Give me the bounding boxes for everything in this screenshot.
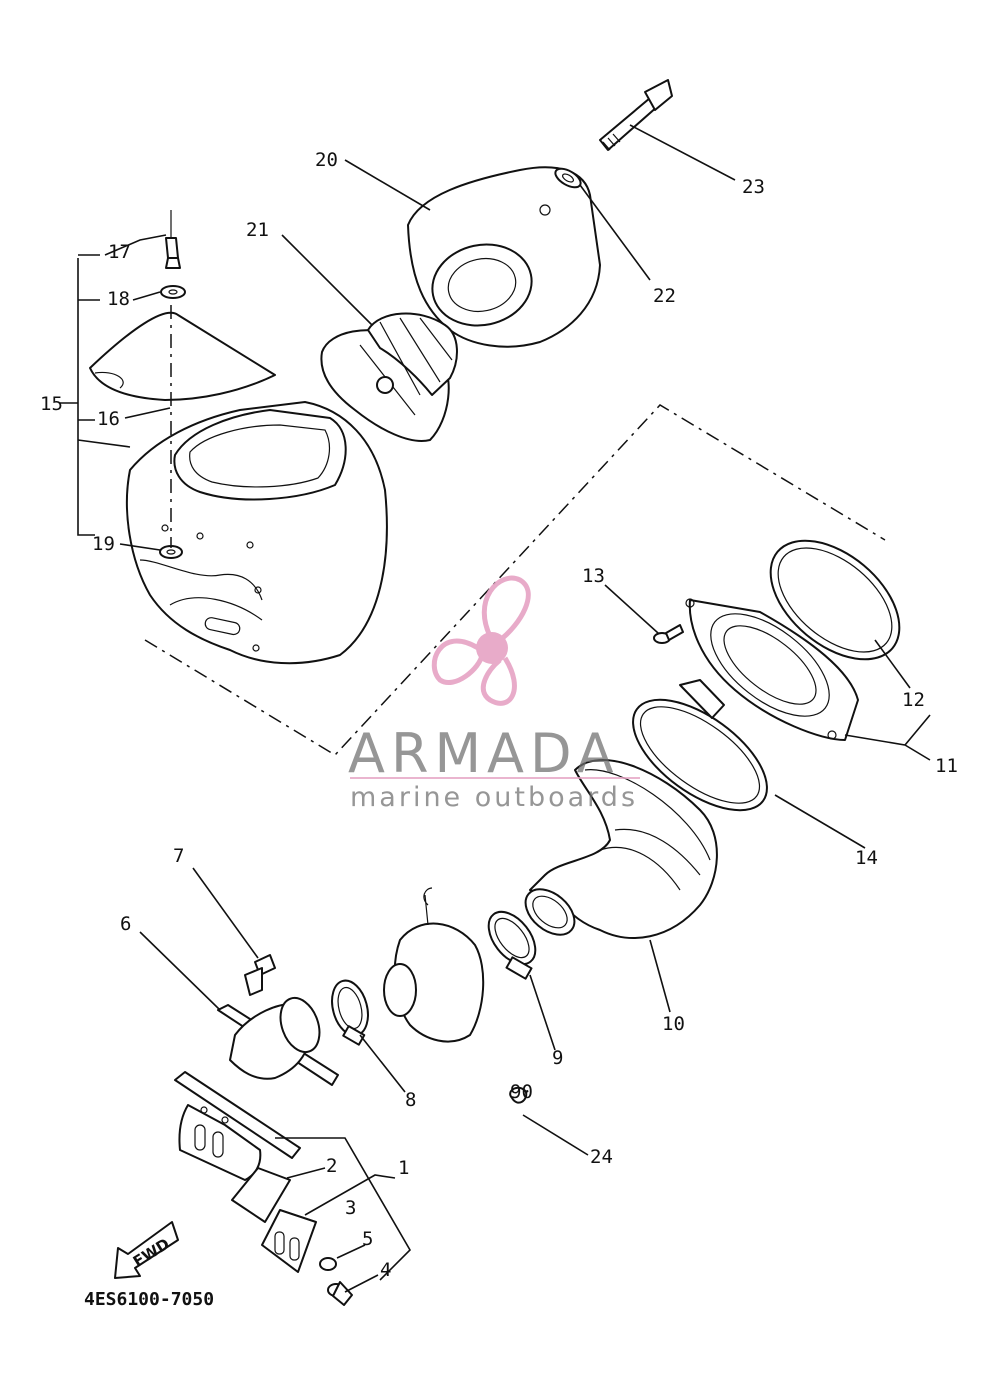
part-14-band — [632, 679, 768, 812]
carburetor-outline — [383, 887, 485, 1043]
callout-8: 8 — [405, 1089, 416, 1111]
callout-14: 14 — [855, 847, 878, 869]
watermark-tagline: marine outboards — [350, 782, 638, 813]
part-12-seal-ring — [769, 539, 901, 661]
part-17-rivet — [165, 210, 181, 269]
callout-4: 4 — [380, 1259, 391, 1281]
part-23-bolt — [599, 79, 673, 151]
part-5-washer — [319, 1257, 337, 1271]
part-18-washer — [160, 285, 186, 299]
part-3-stopper-plate — [261, 1209, 317, 1273]
part-16-cover-plate — [89, 311, 276, 401]
propeller-logo-icon — [431, 575, 531, 706]
part-21-filter-element — [320, 312, 458, 442]
callout-6: 6 — [120, 913, 131, 935]
callout-21: 21 — [246, 219, 269, 241]
callout-10: 10 — [662, 1013, 685, 1035]
part-1-reed-valve-assembly — [174, 1071, 301, 1181]
callout-19: 19 — [92, 533, 115, 555]
part-13-screw — [653, 624, 684, 644]
callout-15: 15 — [40, 393, 63, 415]
callout-23: 23 — [742, 176, 765, 198]
watermark-brand: ARMADA — [348, 722, 620, 785]
part-11-joint-cover — [685, 598, 859, 741]
callout-9: 9 — [552, 1047, 563, 1069]
callout-2: 2 — [326, 1155, 337, 1177]
callout-labels: 20 23 22 21 17 18 15 16 19 13 12 11 14 1… — [40, 149, 958, 1281]
callout-24: 24 — [590, 1146, 613, 1168]
part-24-clip: 90 — [509, 1081, 533, 1104]
callout-3: 3 — [345, 1197, 356, 1219]
part-10-intake-duct — [524, 759, 718, 939]
callout-11: 11 — [935, 755, 958, 777]
callout-16: 16 — [97, 408, 120, 430]
diagram-code: 4ES6100-7050 — [84, 1289, 214, 1310]
callout-22: 22 — [653, 285, 676, 307]
leader-lines — [60, 124, 931, 1293]
part-4-screw — [327, 1281, 353, 1306]
callout-17: 17 — [108, 241, 131, 263]
forward-arrow: FWD — [114, 1221, 179, 1279]
part-8-hose-clamp — [331, 979, 369, 1046]
callout-20: 20 — [315, 149, 338, 171]
part-20-silencer-cap — [407, 166, 601, 348]
callout-1: 1 — [398, 1157, 409, 1179]
part-9-hose-clamp — [487, 910, 537, 980]
callout-7: 7 — [173, 845, 184, 867]
callout-5: 5 — [362, 1228, 373, 1250]
part-2-reed-petal — [231, 1167, 291, 1223]
watermark: ARMADA marine outboards — [348, 575, 640, 813]
part-15-silencer-case — [125, 401, 388, 665]
part-7-bolt — [244, 954, 276, 996]
part-mark-90: 90 — [510, 1081, 533, 1103]
callout-18: 18 — [107, 288, 130, 310]
part-6-intake-manifold — [217, 996, 339, 1086]
callout-13: 13 — [582, 565, 605, 587]
callout-12: 12 — [902, 689, 925, 711]
